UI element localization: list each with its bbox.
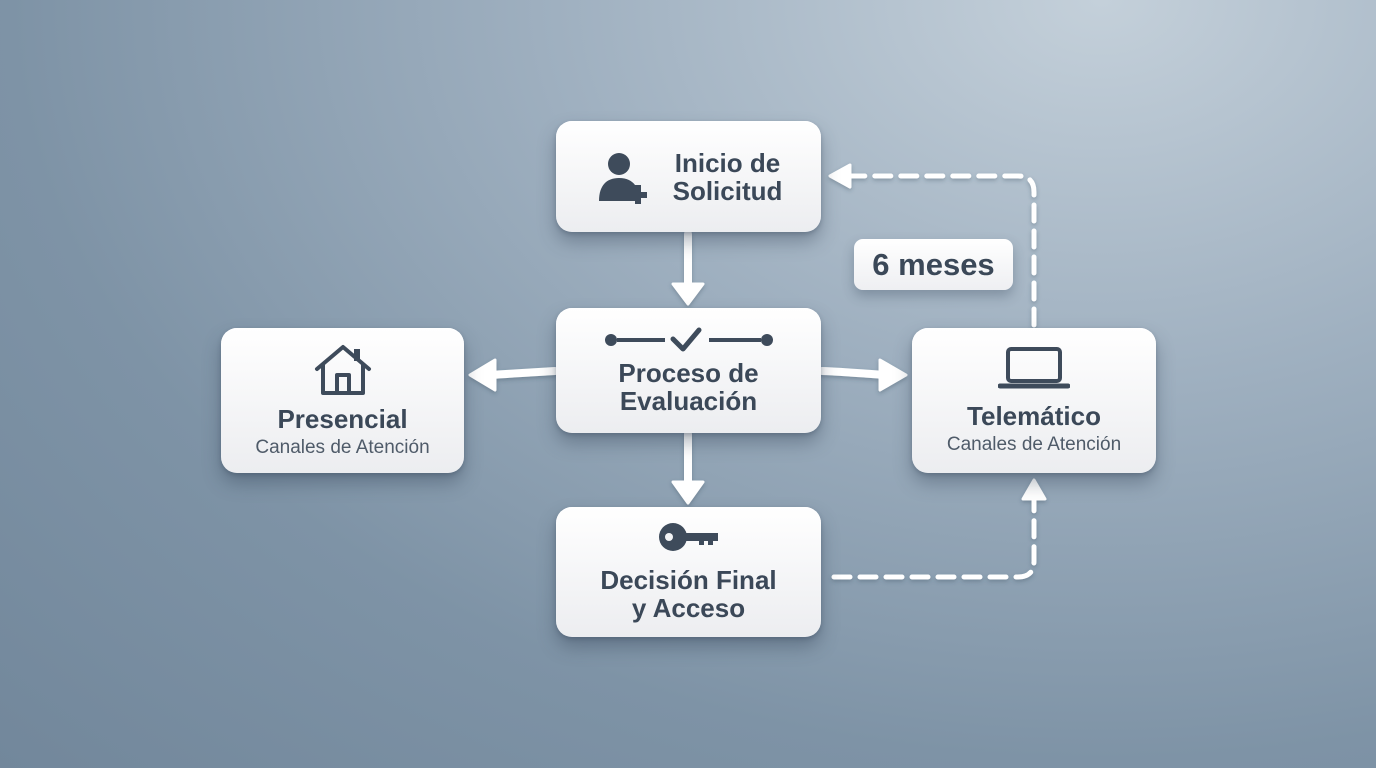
node-inicio-title-line2: Solicitud xyxy=(672,175,783,206)
node-inicio-title: Inicio de Solicitud xyxy=(673,149,783,205)
laptop-icon xyxy=(998,346,1070,388)
arrowhead-proceso-to-decision xyxy=(671,480,705,505)
arrow-proceso-to-presencial xyxy=(486,367,559,379)
dashed-arrow-telematico-to-inicio xyxy=(847,173,1037,328)
arrowhead-proceso-to-telematico xyxy=(878,358,908,392)
node-decision-title: Decisión Final y Acceso xyxy=(600,566,776,622)
node-proceso-title-line1: Proceso de xyxy=(618,357,759,388)
loop-duration-label: 6 meses xyxy=(854,239,1013,290)
arrowhead-proceso-to-presencial xyxy=(468,358,497,392)
node-presencial-subtitle: Canales de Atención xyxy=(255,436,430,458)
dashed-arrowhead-decision-to-telematico xyxy=(1021,478,1047,501)
house-icon xyxy=(314,344,371,395)
arrowhead-inicio-to-proceso xyxy=(671,282,705,306)
dashed-arrowhead-telematico-to-inicio xyxy=(828,163,852,189)
node-decision-title-line2: y Acceso xyxy=(631,593,746,623)
user-add-icon xyxy=(598,152,647,204)
node-presencial-title: Presencial xyxy=(277,403,408,434)
dashed-arrow-decision-to-telematico xyxy=(831,497,1037,580)
node-inicio-de-solicitud[interactable]: Inicio de Solicitud xyxy=(556,121,821,232)
node-telematico[interactable]: Telemático Canales de Atención xyxy=(912,328,1156,473)
node-proceso-de-evaluacion[interactable]: Proceso de Evaluación xyxy=(556,308,821,433)
node-proceso-title: Proceso de Evaluación xyxy=(618,359,758,415)
key-icon xyxy=(658,523,718,551)
node-decision-title-line1: Decisión Final xyxy=(600,565,777,595)
node-proceso-title-line2: Evaluación xyxy=(619,385,758,416)
node-telematico-subtitle: Canales de Atención xyxy=(946,433,1122,455)
node-inicio-title-line1: Inicio de xyxy=(674,147,781,178)
checkpoint-line-icon xyxy=(604,327,773,351)
node-telematico-title: Telemático xyxy=(967,400,1101,431)
node-decision-final-y-acceso[interactable]: Decisión Final y Acceso xyxy=(556,507,821,637)
arrow-proceso-to-telematico xyxy=(818,367,890,379)
node-presencial[interactable]: Presencial Canales de Atención xyxy=(221,328,464,473)
